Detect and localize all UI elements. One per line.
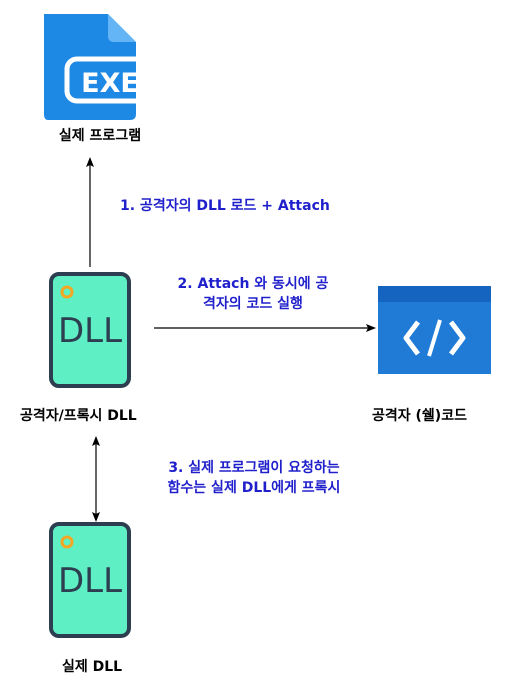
real-dll-label: 실제 DLL bbox=[61, 659, 123, 675]
arrow-proxy bbox=[92, 436, 100, 522]
exe-label: 실제 프로그램 bbox=[58, 128, 142, 144]
edge-note-2-line2: 격자의 코드 실행 bbox=[203, 296, 303, 312]
exe-file-icon: EXE bbox=[44, 14, 152, 120]
dll-icon-text: DLL bbox=[58, 311, 122, 351]
arrow-execute bbox=[154, 324, 376, 332]
edge-note-2-line1: 2. Attach 와 동시에 공 bbox=[177, 276, 329, 292]
arrow-load bbox=[86, 157, 94, 267]
edge-note-3: 3. 실제 프로그램이 요청하는 함수는 실제 DLL에게 프록시 bbox=[130, 458, 378, 498]
exe-icon-text: EXE bbox=[81, 68, 139, 99]
code-window-icon bbox=[378, 286, 491, 374]
dll-file-icon: DLL bbox=[49, 272, 131, 388]
edge-note-2: 2. Attach 와 동시에 공 격자의 코드 실행 bbox=[158, 274, 348, 314]
dll-icon-text: DLL bbox=[58, 561, 122, 601]
edge-note-3-line1: 3. 실제 프로그램이 요청하는 bbox=[168, 460, 340, 476]
dll-file-icon: DLL bbox=[49, 522, 131, 638]
proxy-dll-label: 공격자/프록시 DLL bbox=[20, 408, 137, 424]
shellcode-label: 공격자 (쉘)코드 bbox=[372, 408, 467, 424]
edge-note-1: 1. 공격자의 DLL 로드 + Attach bbox=[120, 198, 330, 214]
edge-note-3-line2: 함수는 실제 DLL에게 프록시 bbox=[167, 480, 341, 496]
